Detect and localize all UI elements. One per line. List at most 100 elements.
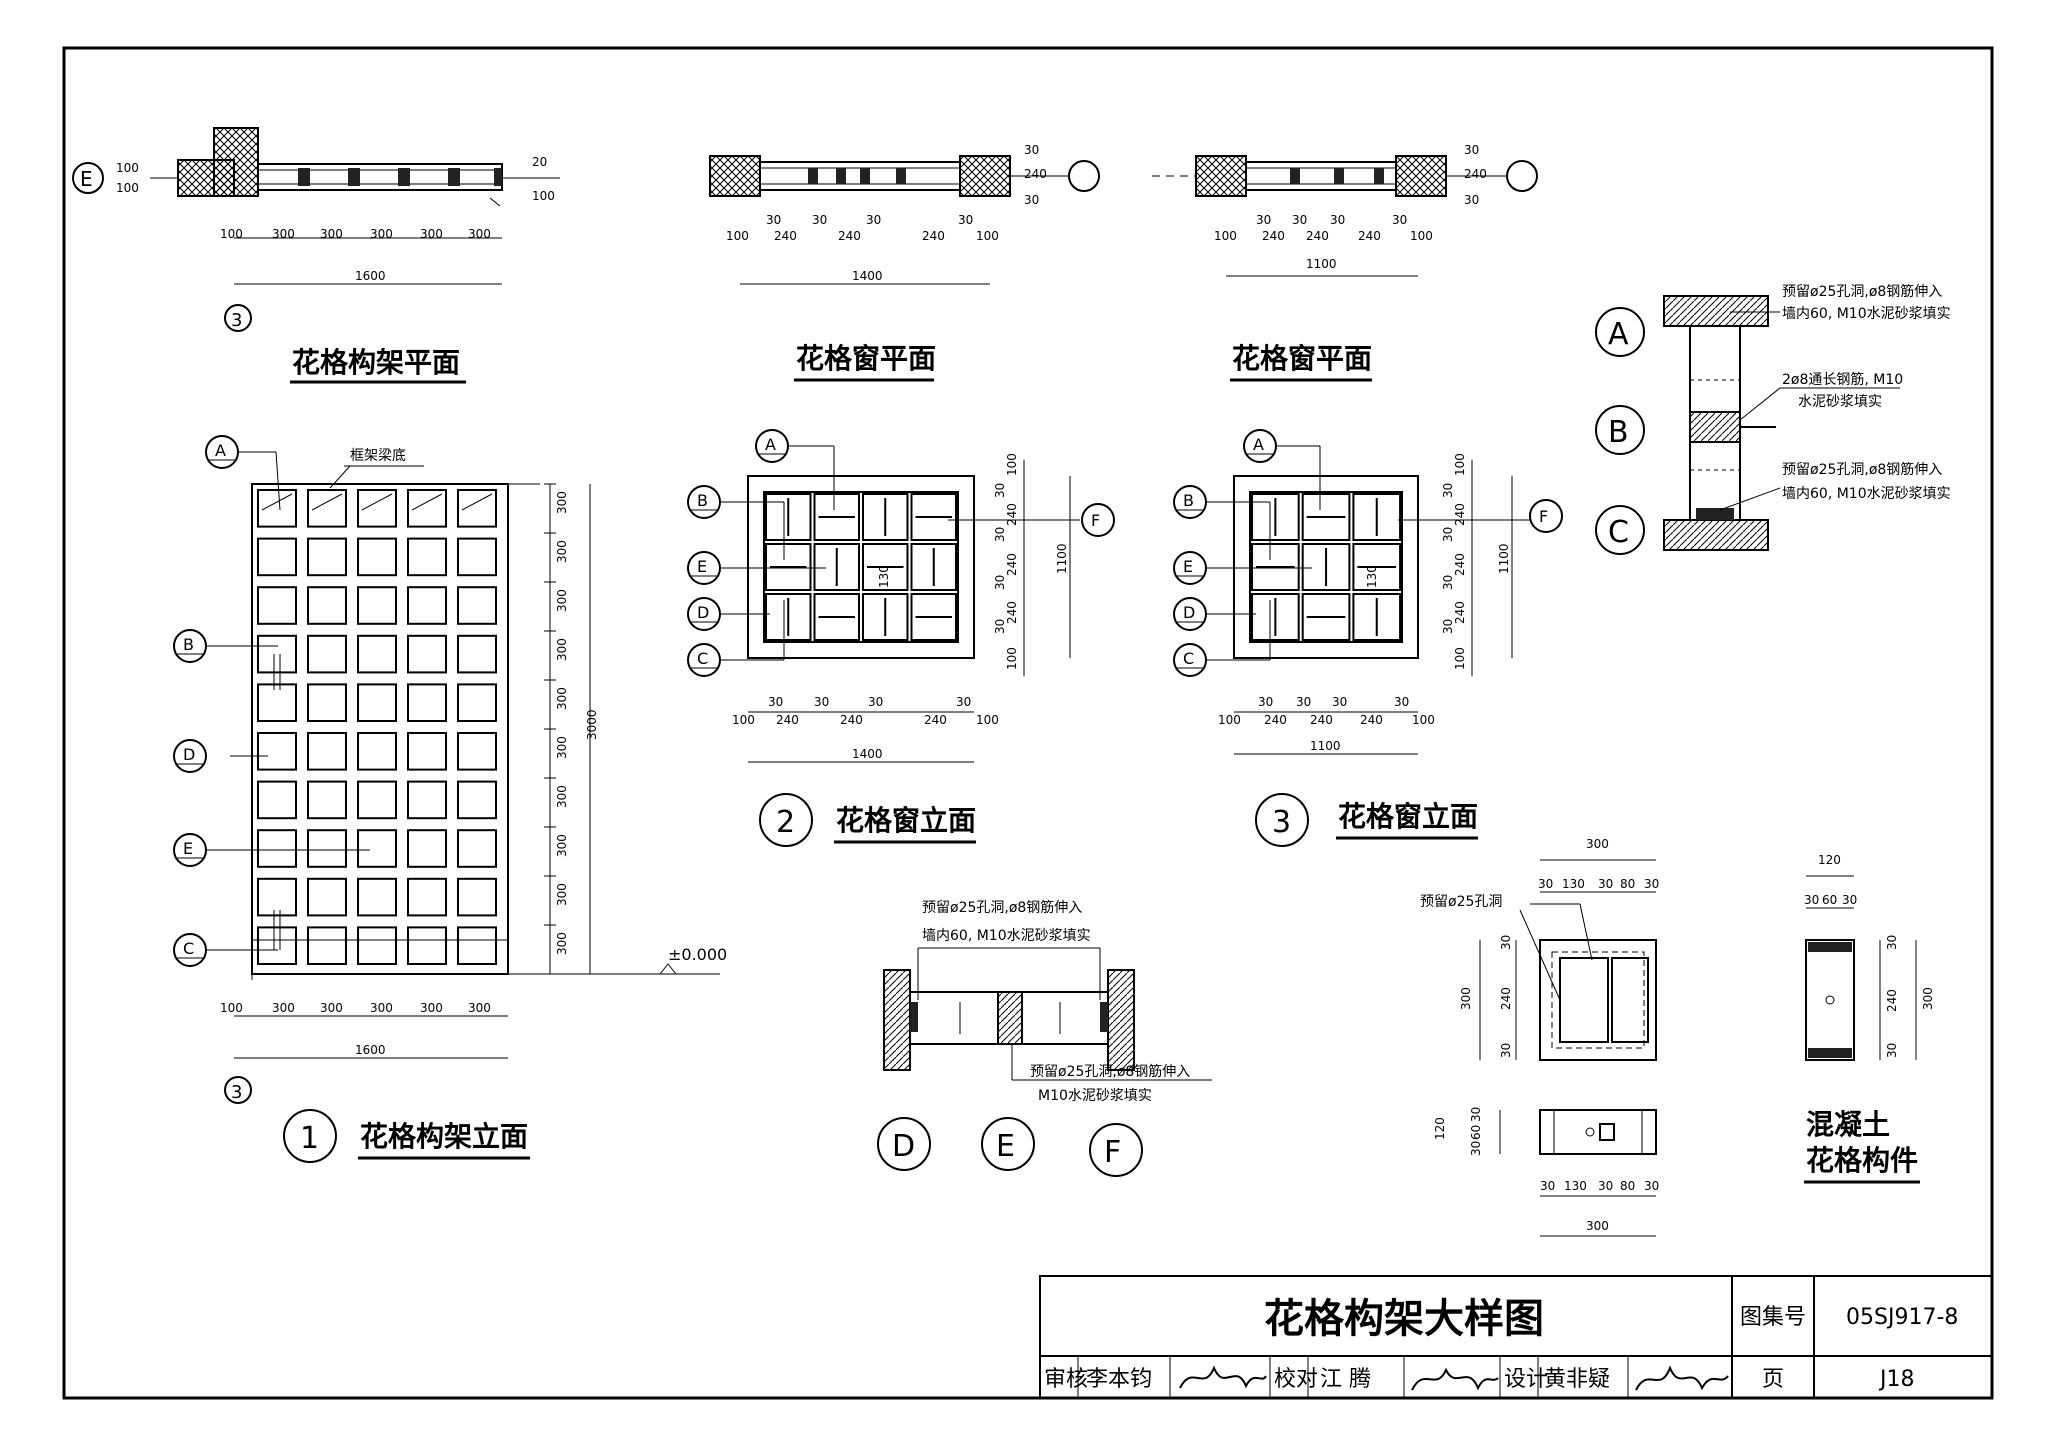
marker-d: D bbox=[697, 603, 709, 622]
elev1-rdim: 300 bbox=[555, 638, 569, 661]
elev2-rdim: 100 bbox=[1005, 453, 1019, 476]
lattice-unit bbox=[1251, 493, 1300, 541]
lattice-opening bbox=[357, 489, 397, 528]
lattice-unit bbox=[1301, 543, 1351, 591]
elev1-bdim: 100 bbox=[220, 1001, 243, 1015]
elev3-rdim: 100 bbox=[1453, 453, 1467, 476]
comp-top-dim: 30 bbox=[1644, 877, 1659, 891]
lattice-opening bbox=[257, 489, 297, 528]
lattice-opening bbox=[357, 780, 397, 820]
elev2-bdim: 100 bbox=[976, 713, 999, 727]
comp-bot-left-dim: 30 bbox=[1469, 1107, 1483, 1122]
elev3-btotal: 1100 bbox=[1310, 739, 1341, 753]
lattice-opening bbox=[457, 537, 497, 577]
plan2-dim: 240 bbox=[922, 229, 945, 243]
note-beam-bottom: 框架梁底 bbox=[350, 448, 406, 464]
lattice-opening bbox=[307, 829, 347, 868]
elev2-rdim: 30 bbox=[993, 575, 1007, 590]
marker-b: B bbox=[1183, 491, 1194, 510]
note-sec-b-2: 水泥砂浆填实 bbox=[1798, 394, 1882, 410]
plan1-total: 1600 bbox=[355, 269, 386, 283]
window-plan-2: 100 30 240 30 240 30 240 30 100 1400 30 … bbox=[709, 143, 1100, 382]
lattice-opening bbox=[307, 926, 347, 966]
lattice-opening bbox=[357, 586, 397, 625]
marker-e: E bbox=[183, 839, 193, 858]
elev2-bdim: 240 bbox=[924, 713, 947, 727]
lattice-unit bbox=[1301, 493, 1351, 541]
plan2-dim: 30 bbox=[766, 213, 781, 227]
lattice-unit bbox=[1251, 593, 1300, 641]
comp-top-dim: 80 bbox=[1620, 877, 1635, 891]
lattice-opening bbox=[407, 829, 447, 868]
lattice-opening bbox=[457, 634, 497, 674]
lattice-opening bbox=[307, 683, 347, 723]
elev2-inner: 130 bbox=[877, 565, 891, 588]
comp-left-total: 300 bbox=[1459, 987, 1473, 1010]
comp-top-dim: 130 bbox=[1562, 877, 1585, 891]
atlas-no: 05SJ917-8 bbox=[1846, 1305, 1958, 1330]
elev2-rdim: 240 bbox=[1005, 553, 1019, 576]
lattice-opening bbox=[307, 489, 347, 528]
side-top-dim: 60 bbox=[1822, 893, 1837, 907]
lattice-opening bbox=[407, 732, 447, 771]
plan1-dim: 300 bbox=[468, 227, 491, 241]
marker-f: F bbox=[1091, 511, 1100, 530]
lattice-opening bbox=[407, 877, 447, 917]
plan2-dim: 240 bbox=[774, 229, 797, 243]
lattice-opening bbox=[257, 780, 297, 820]
plan2-total: 1400 bbox=[852, 269, 883, 283]
page-no: J18 bbox=[1878, 1367, 1914, 1392]
plan2-dim: 240 bbox=[838, 229, 861, 243]
section-marker-c: C bbox=[1608, 515, 1629, 550]
beam-slope-line bbox=[461, 493, 493, 511]
lattice-unit bbox=[1352, 543, 1402, 591]
elev2-rdim: 100 bbox=[1005, 647, 1019, 670]
plan2-dim: 30 bbox=[866, 213, 881, 227]
designer-signature bbox=[1635, 1365, 1729, 1391]
plan2-right-dim: 30 bbox=[1024, 193, 1039, 207]
lattice-opening bbox=[457, 877, 497, 917]
axis-3-marker: 3 bbox=[231, 1082, 242, 1103]
lattice-opening bbox=[357, 732, 397, 771]
comp-bot-dim: 80 bbox=[1620, 1179, 1635, 1193]
elev2-rtotal: 1100 bbox=[1055, 543, 1069, 574]
plan1-dim: 300 bbox=[320, 227, 343, 241]
detail-marker-d: D bbox=[892, 1129, 915, 1164]
lattice-opening bbox=[457, 780, 497, 820]
comp-top-dim: 30 bbox=[1598, 877, 1613, 891]
window-elevation-2: A B E D C F 100 30 240 30 240 30 240 30 … bbox=[687, 429, 1115, 847]
title-block: 花格构架大样图 图集号 05SJ917-8 页 J18 审核 李本钧 校对 江 … bbox=[1039, 1275, 1993, 1399]
checker: 江 腾 bbox=[1320, 1367, 1371, 1392]
comp-bot-dim: 30 bbox=[1598, 1179, 1613, 1193]
section-abc: A B C 预留ø25孔洞,ø8钢筋伸入 墙内60, M10水泥砂浆填实 2ø8… bbox=[1595, 283, 1951, 555]
lattice-unit bbox=[1352, 493, 1402, 541]
plan1-right-dim: 20 bbox=[532, 155, 547, 169]
window-elev-title-3: 花格窗立面 bbox=[1338, 800, 1478, 833]
lattice-unit bbox=[765, 543, 812, 591]
side-right-dim: 240 bbox=[1885, 989, 1899, 1012]
lattice-unit bbox=[1251, 543, 1300, 591]
window-plan-title-3: 花格窗平面 bbox=[1232, 342, 1372, 375]
comp-bot-left-dim: 120 bbox=[1433, 1117, 1447, 1140]
frame-plan-title: 花格构架平面 bbox=[292, 346, 460, 379]
note-comp-hole: 预留ø25孔洞 bbox=[1420, 894, 1502, 910]
lattice-opening bbox=[457, 683, 497, 723]
note-sec-a-1: 预留ø25孔洞,ø8钢筋伸入 bbox=[1782, 283, 1942, 300]
detail-marker-e: E bbox=[996, 1129, 1015, 1164]
plan1-dim: 300 bbox=[370, 227, 393, 241]
elev2-btotal: 1400 bbox=[852, 747, 883, 761]
elev1-btotal: 1600 bbox=[355, 1043, 386, 1057]
comp-bot-dim: 130 bbox=[1564, 1179, 1587, 1193]
plan2-dim: 100 bbox=[976, 229, 999, 243]
elev2-bdim: 30 bbox=[768, 695, 783, 709]
level-zero: ±0.000 bbox=[668, 945, 727, 964]
lattice-unit bbox=[765, 593, 812, 641]
page-label: 页 bbox=[1762, 1367, 1784, 1392]
design-label: 设计 bbox=[1504, 1367, 1548, 1392]
lattice-opening bbox=[457, 732, 497, 771]
plan2-dim: 30 bbox=[812, 213, 827, 227]
lattice-opening bbox=[257, 683, 297, 723]
plan1-right-dim: 100 bbox=[532, 189, 555, 203]
plan3-dim: 240 bbox=[1358, 229, 1381, 243]
